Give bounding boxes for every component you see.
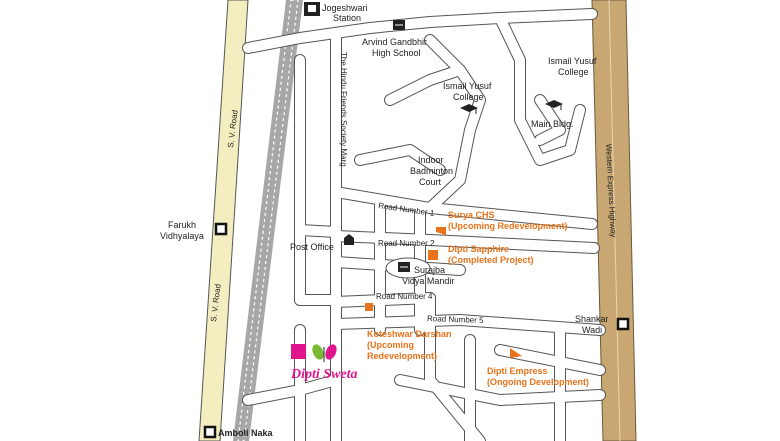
- school-icon: [393, 20, 405, 30]
- ismail-college-label: College: [558, 67, 589, 77]
- surya-chs-label: Surya CHS: [448, 210, 495, 220]
- farukh-label: Farukh: [168, 220, 196, 230]
- landmark-labels: Jogeshwari Station Arvind Gandbhir High …: [160, 3, 609, 438]
- badminton-court-label: Badminton: [410, 166, 453, 176]
- badminton-court-label: Court: [419, 177, 442, 187]
- koteshwar-label: Redevelopment): [367, 351, 437, 361]
- hindu-friends-marg-label: The Hindu Friends Society Marg: [339, 52, 348, 167]
- post-office-icon: [344, 234, 354, 245]
- markers: [203, 2, 630, 439]
- farukh-marker: [214, 222, 228, 236]
- ismail-college-label: College: [453, 92, 484, 102]
- road-number-2-label: Road Number 2: [378, 239, 435, 248]
- dipti-sapphire-marker: [428, 250, 438, 260]
- shankar-marker: [616, 317, 630, 331]
- logo-butterfly-icon: [312, 344, 337, 362]
- road-number-5-label: Road Number 5: [427, 314, 484, 325]
- jogeshwari-label: Jogeshwari: [322, 3, 368, 13]
- college-cap-icon: [545, 100, 563, 110]
- logo-building: [291, 344, 306, 359]
- road-number-4-label: Road Number 4: [376, 292, 433, 301]
- amboli-marker: [203, 425, 217, 439]
- dipti-sweta-logo: Dipti Sweta: [290, 344, 358, 382]
- main-bldg-label: Main Bldg.: [531, 119, 574, 129]
- sv-road: [198, 0, 249, 441]
- dipti-empress-label: Dipti Empress: [487, 366, 548, 376]
- dipti-sapphire-label: (Completed Project): [448, 255, 534, 265]
- koteshwar-label: (Upcoming: [367, 340, 414, 350]
- surajba-label: Surajba: [414, 265, 445, 275]
- station-icon: [304, 2, 320, 16]
- surajba-label: Vidya Mandir: [402, 276, 454, 286]
- surya-chs-marker: [436, 227, 446, 235]
- dipti-empress-marker: [510, 348, 522, 358]
- shankar-wadi-label: Wadi: [582, 325, 602, 335]
- ismail-college-label: Ismail Yusuf: [548, 56, 597, 66]
- arvind-school-label: Arvind Gandbhir: [362, 37, 427, 47]
- railway-line: [233, 0, 303, 441]
- dipti-sapphire-label: Dipti Sapphire: [448, 244, 509, 254]
- jogeshwari-label: Station: [333, 13, 361, 23]
- school-icon: [398, 262, 410, 272]
- dipti-empress-label: (Ongoing Development): [487, 377, 589, 387]
- farukh-label: Vidhyalaya: [160, 231, 204, 241]
- badminton-court-label: Indoor: [418, 155, 444, 165]
- arvind-school-label: High School: [372, 48, 421, 58]
- koteshwar-label: Koteshwar Darshan: [367, 329, 452, 339]
- amboli-naka-label: Amboli Naka: [218, 428, 274, 438]
- road-network: [242, 8, 606, 441]
- logo-text: Dipti Sweta: [290, 367, 358, 382]
- koteshwar-marker: [365, 303, 373, 311]
- college-cap-icon: [460, 104, 478, 114]
- project-labels: Surya CHS (Upcoming Redevelopment) Dipti…: [367, 210, 589, 387]
- surya-chs-label: (Upcoming Redevelopment): [448, 221, 568, 231]
- ismail-college-label: Ismail Yusuf: [443, 81, 492, 91]
- shankar-wadi-label: Shankar: [575, 314, 609, 324]
- post-office-label: Post Office: [290, 242, 334, 252]
